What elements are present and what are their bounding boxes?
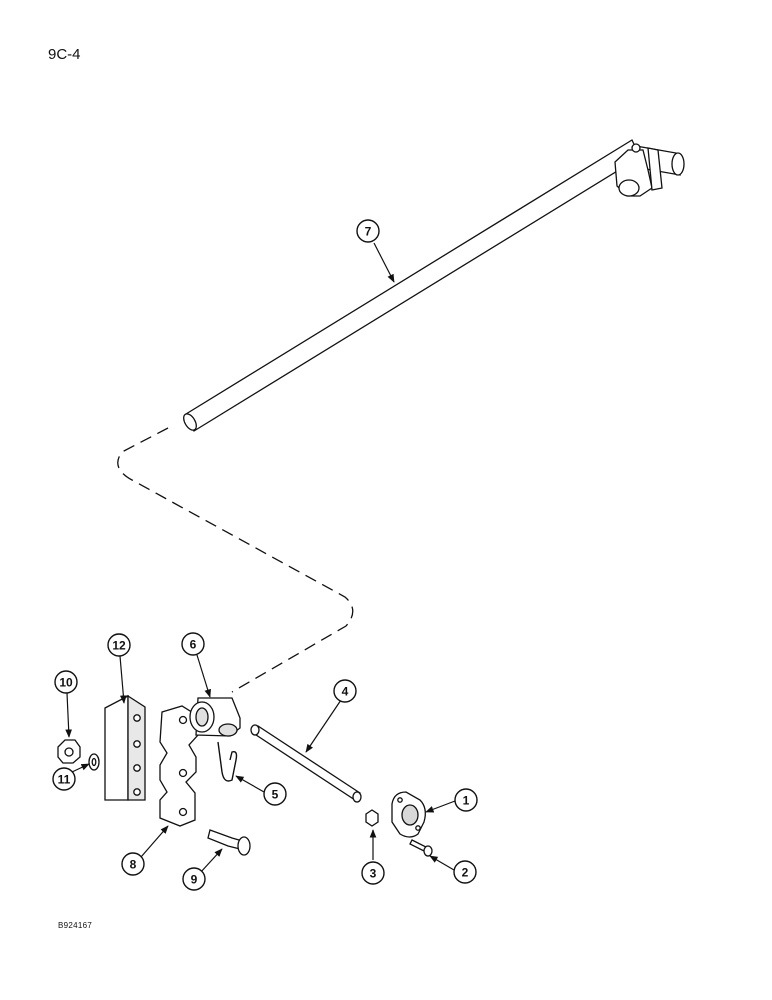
leader-line-12	[119, 655, 127, 704]
callout-10: 10	[54, 670, 78, 694]
callout-9: 9	[182, 867, 206, 891]
callout-label-10: 10	[59, 676, 73, 690]
callout-label-12: 12	[112, 639, 126, 653]
callout-label-2: 2	[462, 866, 469, 880]
leader-line-8	[140, 825, 169, 858]
clamp-block	[159, 705, 199, 827]
leader-line-10	[65, 692, 73, 738]
leader-line-6	[196, 654, 211, 698]
leader-line-7	[373, 242, 395, 283]
lock-nut	[57, 739, 81, 764]
angle-bracket	[104, 694, 146, 801]
page-code: 9C-4	[48, 46, 81, 63]
callout-4: 4	[333, 679, 357, 703]
coupler	[189, 697, 241, 737]
callout-label-8: 8	[130, 858, 137, 872]
leader-line-5	[235, 775, 265, 793]
callout-6: 6	[181, 632, 205, 656]
callout-label-1: 1	[463, 794, 470, 808]
nut	[365, 809, 379, 827]
callout-label-4: 4	[342, 685, 349, 699]
leader-lines	[65, 242, 456, 874]
callout-1: 1	[454, 788, 478, 812]
callout-7: 7	[356, 219, 380, 243]
leader-line-11	[71, 763, 90, 773]
callout-2: 2	[453, 860, 477, 884]
dashed-connection-line	[117, 427, 354, 693]
callout-label-5: 5	[272, 788, 279, 802]
callout-5: 5	[263, 782, 287, 806]
short-rod	[250, 724, 362, 803]
callout-11: 11	[52, 767, 76, 791]
callout-label-9: 9	[191, 873, 198, 887]
callouts: 7 12 10 6 4 11 5 1	[52, 219, 478, 891]
carriage-bolt	[207, 829, 251, 856]
washer	[88, 753, 100, 771]
leader-line-4	[305, 699, 342, 753]
leader-line-2	[429, 855, 455, 871]
callout-label-11: 11	[58, 773, 71, 787]
leader-line-9	[199, 848, 223, 874]
long-shaft	[183, 139, 641, 432]
screw	[409, 839, 433, 857]
callout-3: 3	[361, 861, 385, 885]
callout-label-7: 7	[365, 225, 372, 239]
callout-12: 12	[107, 633, 131, 657]
callout-label-6: 6	[190, 638, 197, 652]
shaft-end-hardware	[614, 143, 685, 197]
callout-label-3: 3	[370, 867, 377, 881]
hair-pin-clip	[217, 741, 238, 782]
drawing-number: B924167	[58, 921, 93, 930]
callout-8: 8	[121, 852, 145, 876]
bearing-flange	[391, 791, 426, 838]
leader-line-1	[425, 800, 456, 813]
